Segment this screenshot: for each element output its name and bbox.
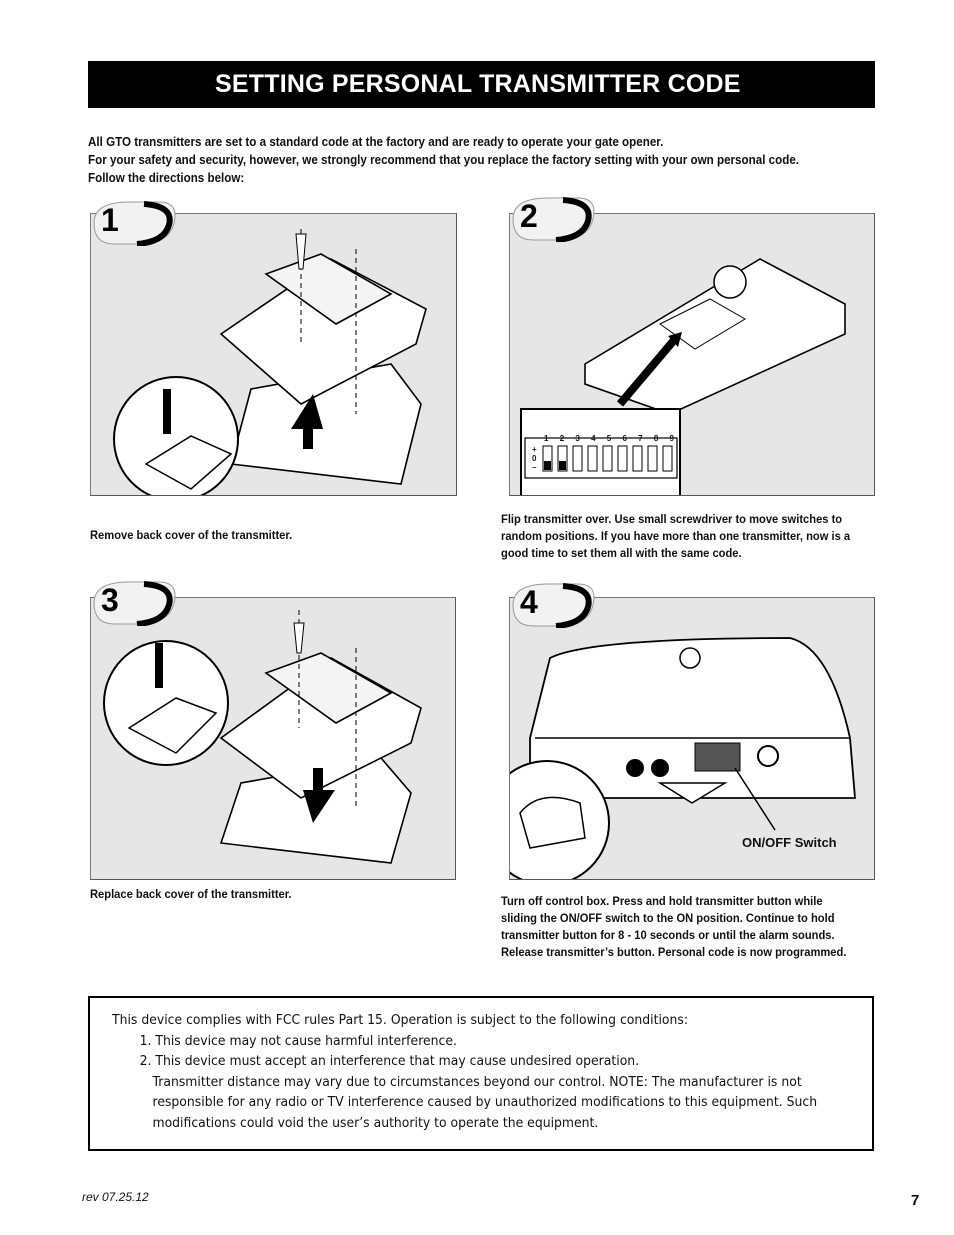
switch-label: 2 [560,434,564,443]
switch-label: 9 [670,434,674,443]
intro-text: All GTO transmitters are set to a standa… [88,133,832,187]
switch-label: 4 [591,434,595,443]
title-banner: SETTING PERSONAL TRANSMITTER CODE [88,61,875,108]
fcc-note-line: modifications could void the user’s auth… [112,1113,866,1134]
caption-line: Replace back cover of the transmitter. [90,886,292,903]
step-3-number: 3 [101,582,119,619]
fcc-note-line: responsible for any radio or TV interfer… [112,1092,866,1113]
step-3-badge: 3 [89,580,179,626]
step-3-illustration: 3 [90,597,456,880]
fcc-condition-2: 2. This device must accept an interferen… [112,1051,866,1072]
intro-line: Follow the directions below: [88,169,832,187]
step-1-number: 1 [101,202,119,239]
step-2-caption: Flip transmitter over. Use small screwdr… [501,511,850,562]
fcc-notice-box: This device complies with FCC rules Part… [88,996,874,1151]
switch-label: 6 [622,434,626,443]
fcc-intro: This device complies with FCC rules Part… [112,1010,866,1031]
polarity-plus: + [532,445,537,454]
caption-line: Turn off control box. Press and hold tra… [501,893,846,910]
caption-line: sliding the ON/OFF switch to the ON posi… [501,910,846,927]
step-4-badge: 4 [508,582,598,628]
switch-label: 8 [654,434,658,443]
caption-line: Remove back cover of the transmitter. [90,527,292,544]
switch-label: 5 [607,434,611,443]
switch-label: 7 [638,434,642,443]
step-2-badge: 2 [508,196,598,242]
fcc-note-line: Transmitter distance may vary due to cir… [112,1072,866,1093]
page-title: SETTING PERSONAL TRANSMITTER CODE [215,70,741,99]
switch-label: 1 [544,434,548,443]
polarity-zero: 0 [532,454,537,463]
page-number: 7 [911,1192,919,1209]
caption-line: random positions. If you have more than … [501,528,850,545]
caption-line: Release transmitter’s button. Personal c… [501,944,846,961]
revision-label: rev 07.25.12 [82,1190,149,1204]
caption-line: good time to set them all with the same … [501,545,850,562]
step-4-number: 4 [520,584,538,621]
intro-line: For your safety and security, however, w… [88,151,832,169]
transmitter-open-drawing [91,214,456,495]
dip-switch-labels: 1 2 3 4 5 6 7 8 9 [544,434,674,443]
intro-line: All GTO transmitters are set to a standa… [88,133,832,151]
switch-label: 3 [575,434,579,443]
fcc-condition-1: 1. This device may not cause harmful int… [112,1031,866,1052]
step-1-caption: Remove back cover of the transmitter. [90,527,292,544]
step-4-caption: Turn off control box. Press and hold tra… [501,893,846,961]
step-1-illustration: 1 [90,213,457,496]
caption-line: transmitter button for 8 - 10 seconds or… [501,927,846,944]
on-off-switch-callout: ON/OFF Switch [742,835,837,850]
step-2-number: 2 [520,198,538,235]
transmitter-close-drawing [91,598,455,879]
dip-polarity-labels: + 0 – [532,445,537,472]
polarity-minus: – [532,463,537,472]
caption-line: Flip transmitter over. Use small screwdr… [501,511,850,528]
step-1-badge: 1 [89,200,179,246]
step-3-caption: Replace back cover of the transmitter. [90,886,292,903]
step-2-illustration: 2 1 2 3 4 5 6 7 8 9 + 0 – [509,213,875,496]
dip-switch-bank [542,445,674,475]
